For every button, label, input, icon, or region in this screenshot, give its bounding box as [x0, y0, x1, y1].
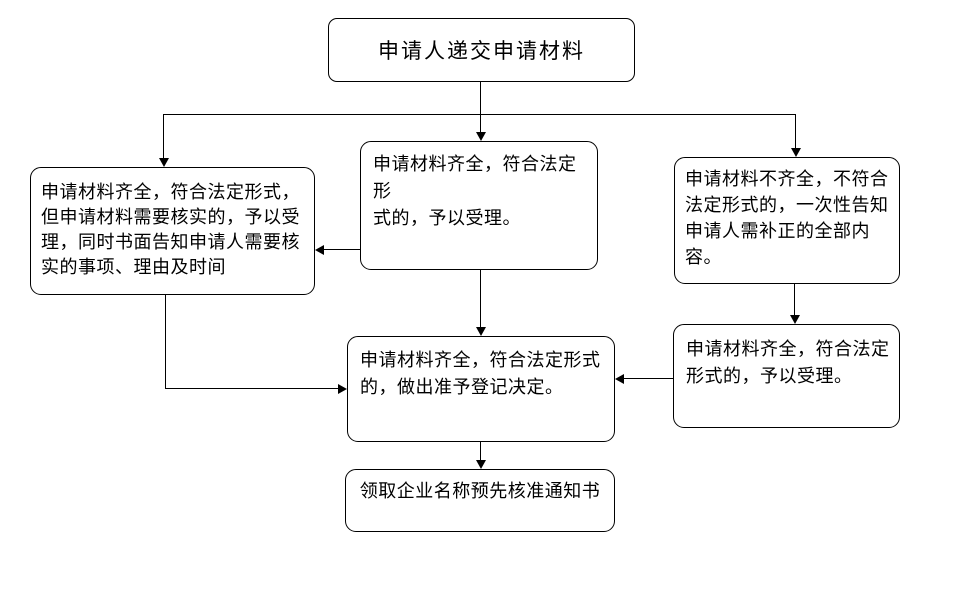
node-incomplete-notify-correction: 申请材料不齐全，不符合 法定形式的，一次性告知 申请人需补正的全部内 容。	[674, 157, 900, 284]
node-complete-accept: 申请材料齐全，符合法定形 式的，予以受理。	[360, 141, 598, 270]
edge-complete-decision-line	[480, 270, 481, 328]
arrowhead-into-decision-right-icon	[615, 374, 624, 384]
edge-branch-horizontal-line	[163, 114, 796, 115]
edge-submit-complete-line	[480, 82, 481, 132]
edge-branch-verify-line	[163, 114, 164, 158]
arrowhead-into-decision-top-icon	[476, 327, 486, 336]
arrowhead-into-receive-icon	[476, 460, 486, 469]
node-corrected-accept: 申请材料齐全，符合法定 形式的，予以受理。	[673, 324, 900, 428]
edge-verify-decision-horizontal-line	[165, 388, 339, 389]
node-approve-registration-decision: 申请材料齐全，符合法定形式 的，做出准予登记决定。	[347, 336, 615, 442]
node-accept-with-verification: 申请材料齐全，符合法定形式， 但申请材料需要核实的，予以受 理，同时书面告知申请…	[30, 167, 315, 295]
arrowhead-into-complete-icon	[476, 132, 486, 141]
arrowhead-into-incomplete-icon	[791, 148, 801, 157]
arrowhead-into-verify-right-icon	[315, 245, 324, 255]
edge-decision-receive-line	[480, 442, 481, 460]
arrowhead-into-verify-icon	[159, 158, 169, 167]
edge-resubmit-decision-line	[624, 378, 673, 379]
edge-complete-verify-line	[324, 249, 360, 250]
arrowhead-into-resubmit-icon	[790, 315, 800, 324]
edge-branch-incomplete-line	[795, 114, 796, 148]
edge-incomplete-resubmit-line	[794, 284, 795, 316]
edge-verify-decision-vertical-line	[165, 295, 166, 388]
arrowhead-into-decision-left-icon	[338, 384, 347, 394]
node-receive-approval-notice: 领取企业名称预先核准通知书	[345, 469, 615, 532]
node-submit-application: 申请人递交申请材料	[328, 18, 635, 82]
